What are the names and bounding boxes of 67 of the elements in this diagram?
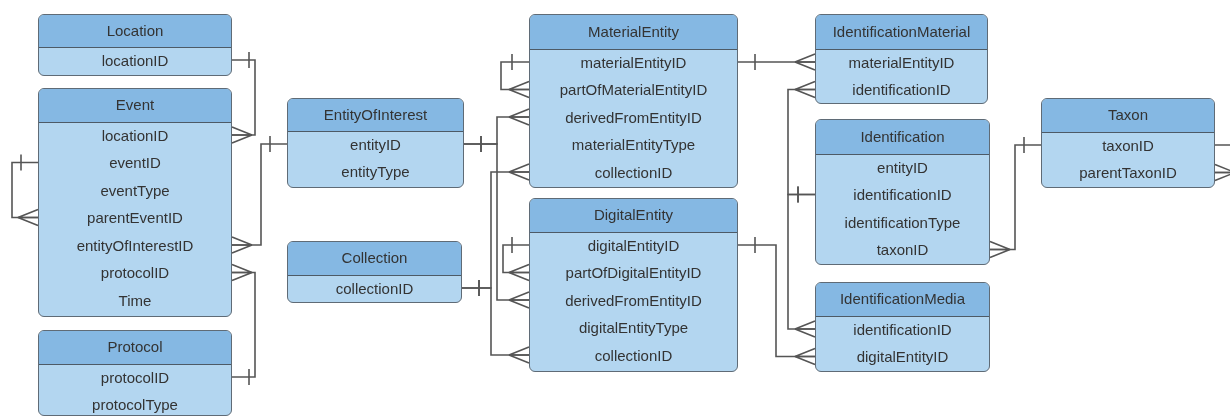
field-name: collectionID bbox=[335, 278, 414, 299]
entity-table bbox=[287, 241, 462, 303]
relationship-line bbox=[737, 53, 816, 71]
field-name: materialEntityType bbox=[571, 135, 696, 155]
field-name: parentEventID bbox=[87, 208, 183, 228]
field-name: entityID bbox=[350, 134, 401, 155]
table-header: Protocol bbox=[39, 331, 231, 365]
relationship-line bbox=[231, 135, 288, 254]
field-name: collectionID bbox=[594, 162, 673, 183]
field-name: protocolType bbox=[92, 395, 178, 415]
relationship-line bbox=[502, 236, 530, 282]
field-name: parentTaxonID bbox=[1079, 163, 1177, 183]
table-header: IdentificationMedia bbox=[816, 283, 989, 317]
table-header: EntityOfInterest bbox=[288, 99, 463, 132]
field-name: identificationID bbox=[853, 319, 952, 340]
field-name: digitalEntityID bbox=[587, 235, 680, 256]
relationship-line bbox=[231, 51, 256, 144]
field-name: entityType bbox=[341, 162, 410, 182]
field-name: entityOfInterestID bbox=[76, 235, 194, 256]
entity-table bbox=[38, 330, 232, 416]
relationship-line bbox=[463, 135, 530, 309]
entity-table bbox=[815, 14, 988, 104]
field-name: protocolID bbox=[100, 263, 170, 283]
table-header: IdentificationMaterial bbox=[816, 15, 987, 50]
table-header: Location bbox=[39, 15, 231, 48]
field-name: derivedFromEntityID bbox=[565, 107, 702, 128]
table-header: MaterialEntity bbox=[530, 15, 737, 50]
table-header: Identification bbox=[816, 120, 989, 155]
field-name: materialEntityID bbox=[848, 52, 955, 73]
relationship-line bbox=[11, 153, 39, 227]
relationship-line bbox=[500, 53, 530, 99]
field-name: eventType bbox=[100, 180, 170, 201]
entity-table bbox=[529, 198, 738, 372]
table-header: Collection bbox=[288, 242, 461, 276]
field-name: collectionID bbox=[594, 345, 673, 366]
entity-table bbox=[1041, 98, 1215, 188]
field-name: identificationType bbox=[844, 212, 961, 233]
entity-table bbox=[287, 98, 464, 188]
field-name: locationID bbox=[101, 125, 169, 146]
relationship-line bbox=[737, 236, 816, 366]
field-name: digitalEntityID bbox=[856, 347, 949, 367]
field-name: protocolID bbox=[100, 367, 170, 388]
field-name: derivedFromEntityID bbox=[565, 290, 702, 311]
field-name: identificationID bbox=[852, 80, 951, 100]
entity-table bbox=[38, 88, 232, 317]
field-name: partOfDigitalEntityID bbox=[565, 263, 702, 283]
field-name: locationID bbox=[101, 50, 169, 71]
relationship-line bbox=[787, 185, 816, 338]
field-name: taxonID bbox=[876, 240, 929, 260]
field-name: digitalEntityType bbox=[578, 318, 689, 338]
table-header: Event bbox=[39, 89, 231, 123]
relationship-line bbox=[461, 279, 530, 364]
table-header: Taxon bbox=[1042, 99, 1214, 133]
field-name: identificationID bbox=[853, 185, 952, 205]
entity-table bbox=[38, 14, 232, 76]
table-header: DigitalEntity bbox=[530, 199, 737, 233]
entity-table bbox=[529, 14, 738, 188]
relationship-line bbox=[231, 263, 256, 386]
field-name: eventID bbox=[109, 153, 161, 173]
field-name: Time bbox=[118, 290, 152, 311]
entity-table bbox=[815, 119, 990, 265]
field-name: entityID bbox=[877, 157, 928, 178]
field-name: materialEntityID bbox=[580, 52, 687, 73]
field-name: partOfMaterialEntityID bbox=[559, 80, 708, 100]
relationship-line bbox=[989, 136, 1042, 259]
entity-table bbox=[815, 282, 990, 372]
field-name: taxonID bbox=[1102, 135, 1154, 156]
